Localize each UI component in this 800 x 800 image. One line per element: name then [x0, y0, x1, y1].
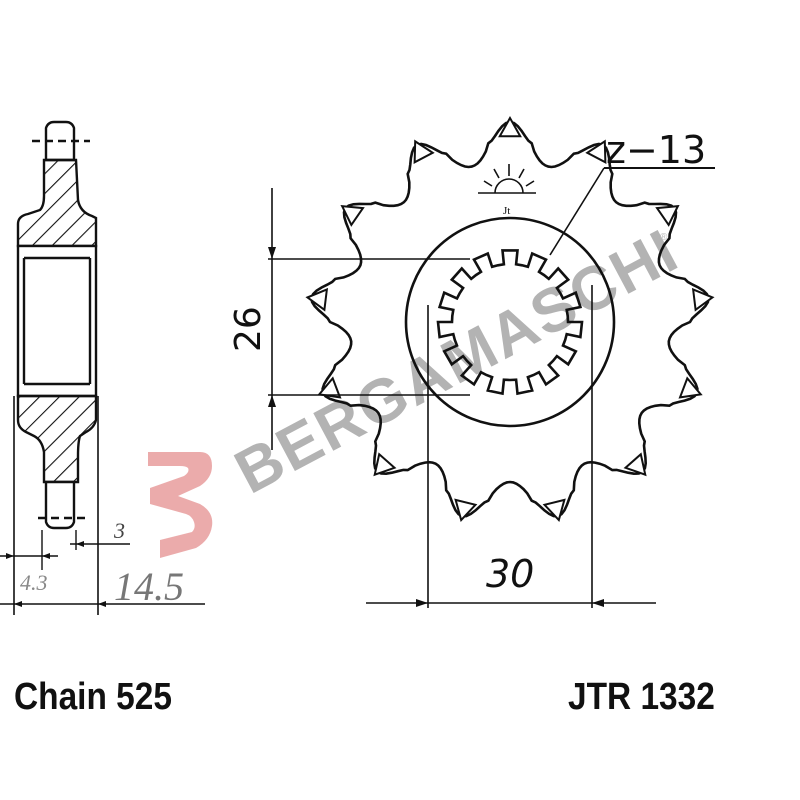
part-number-label: JTR 1332	[568, 676, 715, 718]
dimension-30: 30	[486, 552, 534, 596]
dimension-3: 3	[113, 518, 125, 543]
sun-logo-icon	[478, 164, 536, 194]
sprocket-outer-teeth	[310, 120, 710, 518]
watermark: BERGAMASCHI ®	[148, 216, 690, 558]
hub-circle	[404, 216, 616, 428]
dimension-4-3: 4.3	[20, 570, 48, 595]
chain-size-label: Chain 525	[14, 676, 172, 718]
watermark-logo-b-icon	[148, 452, 213, 558]
sprocket-front-view: Jt	[268, 115, 715, 608]
teeth-count-label: z−13	[606, 128, 706, 172]
dimension-26: 26	[228, 306, 269, 352]
side-section-view	[0, 120, 205, 615]
tooth-tip-markers	[305, 115, 715, 523]
spline-bore	[436, 249, 584, 396]
emblem-text: Jt	[503, 205, 510, 217]
dimension-14-5: 14.5	[114, 564, 184, 609]
registered-mark-icon: ®	[660, 232, 668, 243]
